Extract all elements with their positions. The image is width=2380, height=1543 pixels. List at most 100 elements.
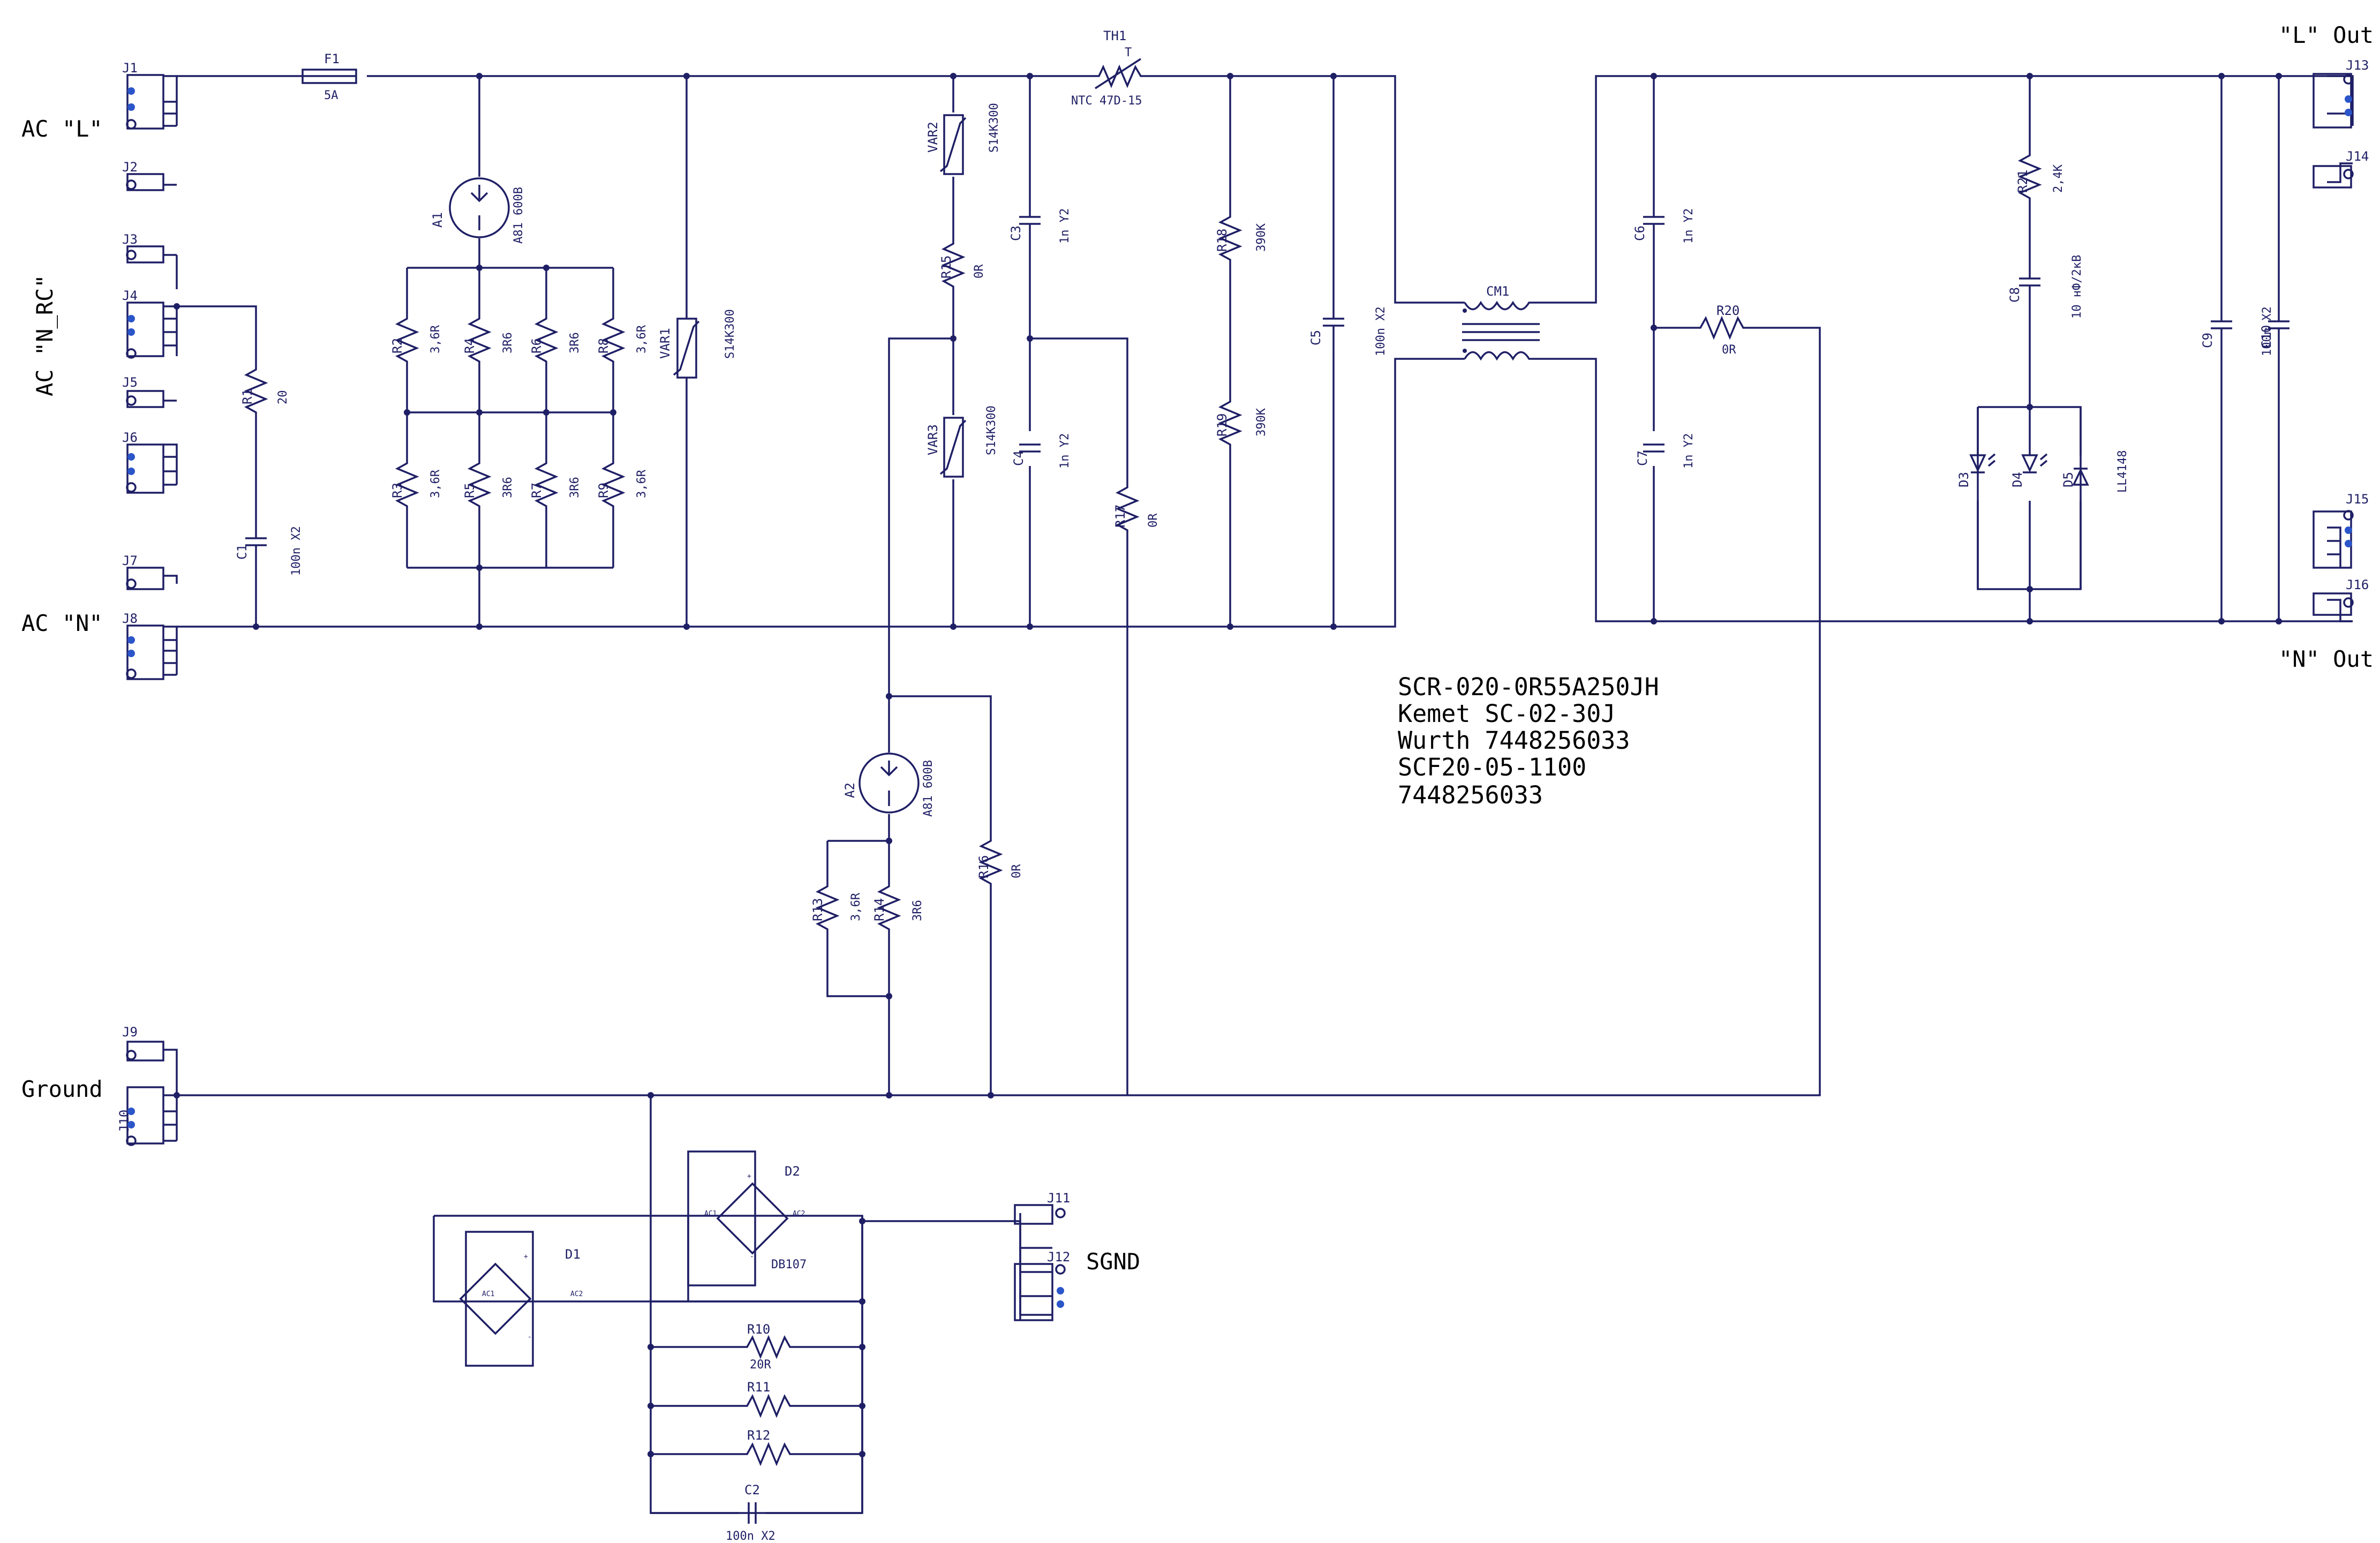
gas-arrester-a2: A2 A81 600B xyxy=(842,752,935,817)
resistor-r16: R16 0R xyxy=(976,836,1023,894)
r17-value: 0R xyxy=(1147,513,1160,528)
resistor-r12: R12 xyxy=(742,1428,806,1466)
var3-ref: VAR3 xyxy=(925,424,940,455)
connector-j12: J12 xyxy=(1014,1250,1070,1321)
cm1-ref: CM1 xyxy=(1486,284,1509,299)
f1-ref: F1 xyxy=(324,51,340,66)
j8-label: J8 xyxy=(122,611,138,626)
resistor-r11: R11 xyxy=(742,1380,806,1418)
net-label-ac-n-rc: AC "N_RC" xyxy=(32,274,58,396)
resistor-r17: R17 0R xyxy=(1113,482,1160,541)
r9-ref: R9 xyxy=(596,483,611,498)
r15-ref: R15 xyxy=(939,255,954,279)
r19-value: 390K xyxy=(1255,408,1268,436)
r6-value: 3R6 xyxy=(568,332,582,353)
r14-value: 3R6 xyxy=(911,900,924,921)
connector-j7: J7 xyxy=(122,553,164,590)
r4-ref: R4 xyxy=(462,338,477,353)
j11-label: J11 xyxy=(1047,1191,1070,1206)
d1-ac1: AC1 xyxy=(482,1290,494,1298)
c2-ref: C2 xyxy=(744,1482,760,1497)
connector-j4: J4 xyxy=(122,288,164,359)
r10-ref: R10 xyxy=(747,1322,770,1337)
resistor-r5: R5 3R6 xyxy=(462,458,515,514)
connector-j1: J1 xyxy=(122,61,164,130)
var1-ref: VAR1 xyxy=(658,328,673,359)
j1-label: J1 xyxy=(122,61,138,76)
c5-ref: C5 xyxy=(1308,330,1323,345)
r3-value: 3,6R xyxy=(429,469,442,498)
a2-ref: A2 xyxy=(842,782,857,798)
j12-label: J12 xyxy=(1047,1250,1070,1264)
capacitor-c3: C3 1n Y2 xyxy=(1008,208,1072,252)
varistor-var1: VAR1 S14K300 xyxy=(658,309,737,379)
r2-ref: R2 xyxy=(390,338,405,353)
d2-ref: D2 xyxy=(785,1164,800,1179)
r16-value: 0R xyxy=(1010,864,1023,878)
r9-value: 3,6R xyxy=(635,469,649,498)
resistor-r18: R18 390K xyxy=(1215,212,1268,270)
c7-value: 1n Y2 xyxy=(1682,433,1696,469)
j3-label: J3 xyxy=(122,232,138,247)
capacitor-c10: C10 xyxy=(2259,320,2289,356)
capacitor-c7: C7 1n Y2 xyxy=(1635,433,1696,469)
connector-j6: J6 xyxy=(122,430,164,494)
resistor-r19: R19 390K xyxy=(1215,396,1268,455)
c4-value: 1n Y2 xyxy=(1058,433,1072,469)
connector-j16: J16 xyxy=(2313,577,2369,616)
connector-j15: J15 xyxy=(2313,492,2369,569)
var2-value: S14K300 xyxy=(988,103,1001,153)
r17-ref: R17 xyxy=(1113,505,1128,528)
var3-value: S14K300 xyxy=(985,405,998,455)
c1-ref: C1 xyxy=(235,544,250,560)
connector-j5: J5 xyxy=(122,375,164,408)
r4-value: 3R6 xyxy=(501,332,515,353)
resistor-r6: R6 3R6 xyxy=(529,313,582,370)
d3-ref: D3 xyxy=(1956,472,1971,487)
j4-label: J4 xyxy=(122,288,138,303)
net-label-l-out: "L" Out xyxy=(2279,22,2374,48)
j5-label: J5 xyxy=(122,375,138,390)
bridge-rectifier-d1: D1 AC1 AC2 + - xyxy=(459,1231,583,1367)
j14-label: J14 xyxy=(2346,149,2369,164)
connector-j11: J11 xyxy=(1014,1191,1070,1225)
diode-d5: D5 LL4148 xyxy=(2061,450,2129,493)
d1-ac2: AC2 xyxy=(570,1290,583,1298)
net-label-ac-l: AC "L" xyxy=(21,116,103,142)
net-label-ground: Ground xyxy=(21,1076,103,1102)
junction-dots xyxy=(174,73,2282,1457)
resistor-r9: R9 3,6R xyxy=(596,458,649,514)
resistor-r7: R7 3R6 xyxy=(529,458,582,514)
d1-minus: - xyxy=(528,1333,532,1341)
resistor-r20: R20 0R xyxy=(1694,303,1764,357)
c3-value: 1n Y2 xyxy=(1058,208,1072,244)
resistor-r10: R10 20R xyxy=(742,1322,806,1372)
r10-value: 20R xyxy=(750,1358,771,1372)
c9-ref: C9 xyxy=(2200,333,2215,348)
r20-ref: R20 xyxy=(1716,303,1739,318)
connector-j14: J14 xyxy=(2313,149,2369,189)
thermistor-th1: TH1 T NTC 47D-15 xyxy=(1071,28,1158,108)
j9-label: J9 xyxy=(122,1025,138,1040)
a2-value: A81 600B xyxy=(922,760,935,817)
th1-type: T xyxy=(1125,46,1132,59)
varistor-var2: VAR2 S14K300 xyxy=(925,103,1001,175)
f1-value: 5A xyxy=(324,89,338,102)
r1-ref: R1 xyxy=(240,389,255,404)
resistor-r3: R3 3,6R xyxy=(390,458,442,514)
r14-ref: R14 xyxy=(872,898,887,921)
c10-ref: C10 xyxy=(2259,325,2274,348)
r2-value: 3,6R xyxy=(429,325,442,353)
connector-j8: J8 xyxy=(122,611,164,680)
c6-value: 1n Y2 xyxy=(1682,208,1696,244)
led-d3: D3 xyxy=(1956,453,1996,487)
d2-ac1: AC1 xyxy=(704,1210,717,1218)
resistor-r4: R4 3R6 xyxy=(462,313,515,370)
r3-ref: R3 xyxy=(390,483,405,498)
d2-minus: - xyxy=(750,1253,754,1261)
connector-j2: J2 xyxy=(122,160,164,191)
capacitor-c8: C8 10 нФ/2кВ xyxy=(2007,255,2084,319)
r13-value: 3,6R xyxy=(849,892,863,921)
r7-ref: R7 xyxy=(529,483,544,498)
net-label-ac-n: AC "N" xyxy=(21,610,103,636)
